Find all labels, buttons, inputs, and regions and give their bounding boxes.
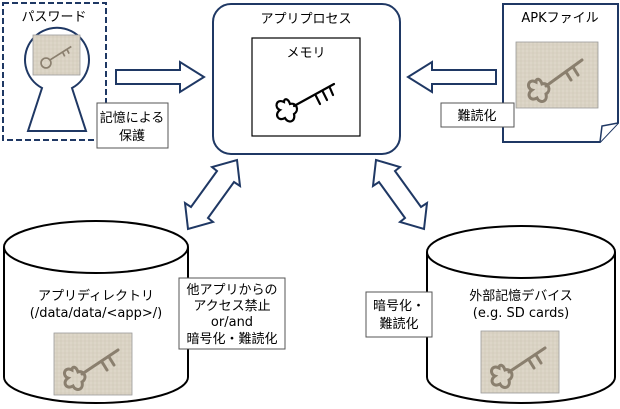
obfuscate-note: 難読化 [440,102,515,128]
double-arrow-process-directory [183,158,242,231]
app-directory-cylinder: アプリディレクトリ (/data/data/<app>/) [3,220,189,404]
arrow-password-to-process [115,60,206,94]
dir-protect-line1: 他アプリからの [186,283,277,298]
ext-protect-note: 暗号化・ 難読化 [365,291,433,338]
dir-protect-note: 他アプリからの アクセス禁止 or/and 暗号化・難読化 [178,277,286,350]
key-icon [275,82,336,123]
ext-protect-line2: 難読化 [379,316,418,332]
arrow-apk-to-process [406,60,497,94]
dir-protect-line4: 暗号化・難読化 [186,331,277,347]
memory-protect-line2: 保護 [119,128,145,144]
apk-file: APKファイル [502,3,619,143]
obfuscate-label: 難読化 [457,108,496,124]
apk-label: APKファイル [521,11,598,26]
dir-protect-line3: or/and [211,315,253,330]
key-icon [63,348,120,391]
external-storage-cylinder: 外部記憶デバイス (e.g. SD cards) [426,225,616,404]
ext-protect-line1: 暗号化・ [373,299,425,314]
memory-box [251,37,361,137]
memory-label: メモリ [286,46,325,61]
key-icon [490,346,547,389]
app-directory-line1: アプリディレクトリ [38,288,154,304]
key-icon [40,45,72,69]
external-line2: (e.g. SD cards) [473,306,569,321]
password-key-image [32,34,81,76]
app-process-box: アプリプロセス メモリ [212,3,401,155]
app-process-title: アプリプロセス [260,12,351,27]
password-box: パスワード [2,2,107,141]
external-line1: 外部記憶デバイス [469,288,573,304]
key-icon [527,58,584,103]
double-arrow-process-external [371,158,429,231]
memory-protect-note: 記憶による 保護 [96,102,169,149]
apk-key-image [515,41,599,109]
memory-protect-line1: 記憶による [100,110,165,126]
dir-protect-line2: アクセス禁止 [193,299,270,314]
password-label: パスワード [21,10,86,25]
app-directory-line2: (/data/data/<app>/) [30,306,162,321]
